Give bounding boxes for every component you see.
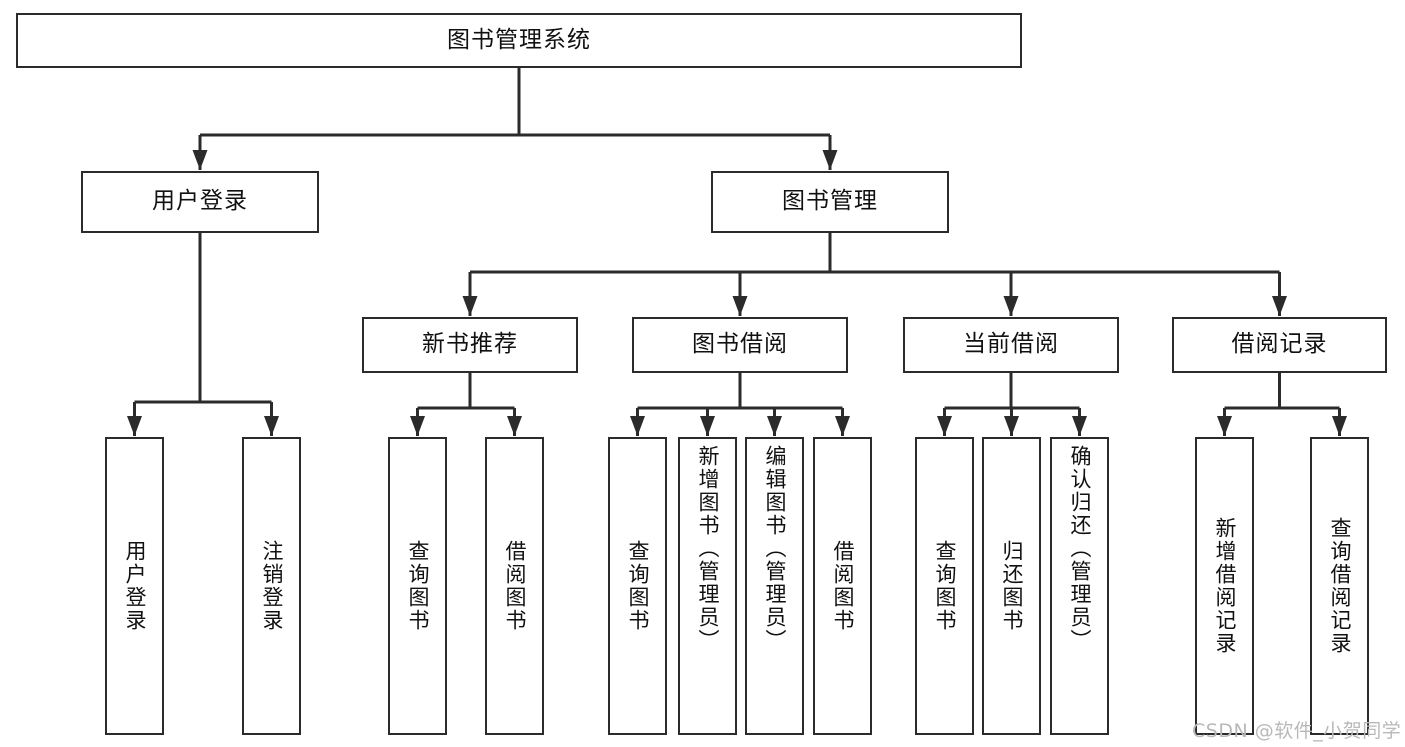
node-label: 借阅记录 (1231, 331, 1328, 358)
node-label: 新增图书（管理员） (695, 445, 720, 652)
node-current-borrow[interactable]: 当前借阅 (903, 317, 1119, 373)
node-leaf-query-book-current[interactable]: 查询图书 (915, 437, 974, 735)
node-leaf-query-book-borrow[interactable]: 查询图书 (608, 437, 667, 735)
node-leaf-add-book-admin[interactable]: 新增图书（管理员） (678, 437, 737, 735)
node-label: 注销登录 (259, 540, 284, 632)
node-label: 新书推荐 (422, 331, 518, 358)
node-label: 归还图书 (999, 540, 1024, 632)
node-user-login[interactable]: 用户登录 (81, 171, 319, 233)
node-label: 查询图书 (932, 540, 957, 632)
node-leaf-return-book[interactable]: 归还图书 (982, 437, 1041, 735)
node-label: 用户登录 (122, 540, 147, 632)
node-label: 编辑图书（管理员） (762, 445, 787, 652)
node-leaf-confirm-return-admin[interactable]: 确认归还（管理员） (1050, 437, 1109, 735)
node-leaf-edit-book-admin[interactable]: 编辑图书（管理员） (745, 437, 804, 735)
node-leaf-borrow-book[interactable]: 借阅图书 (813, 437, 872, 735)
node-new-book-recommend[interactable]: 新书推荐 (362, 317, 578, 373)
node-book-borrow[interactable]: 图书借阅 (632, 317, 848, 373)
node-leaf-query-book-rec[interactable]: 查询图书 (388, 437, 447, 735)
node-leaf-logout[interactable]: 注销登录 (242, 437, 301, 735)
node-root[interactable]: 图书管理系统 (16, 13, 1022, 68)
node-label: 借阅图书 (830, 540, 855, 632)
node-label: 用户登录 (152, 188, 248, 215)
node-leaf-query-borrow-record[interactable]: 查询借阅记录 (1310, 437, 1369, 735)
node-leaf-user-login[interactable]: 用户登录 (105, 437, 164, 735)
node-label: 确认归还（管理员） (1067, 445, 1092, 652)
node-label: 新增借阅记录 (1212, 517, 1237, 655)
node-label: 图书管理 (782, 188, 878, 215)
node-book-manage[interactable]: 图书管理 (711, 171, 949, 233)
node-label: 查询图书 (625, 540, 650, 632)
node-label: 当前借阅 (963, 331, 1059, 358)
node-leaf-add-borrow-record[interactable]: 新增借阅记录 (1195, 437, 1254, 735)
node-label: 查询图书 (405, 540, 430, 632)
node-label: 图书借阅 (692, 331, 788, 358)
node-label: 借阅图书 (502, 540, 527, 632)
node-label: 图书管理系统 (447, 26, 591, 53)
node-leaf-borrow-book-rec[interactable]: 借阅图书 (485, 437, 544, 735)
node-label: 查询借阅记录 (1327, 517, 1352, 655)
node-borrow-record[interactable]: 借阅记录 (1172, 317, 1387, 373)
